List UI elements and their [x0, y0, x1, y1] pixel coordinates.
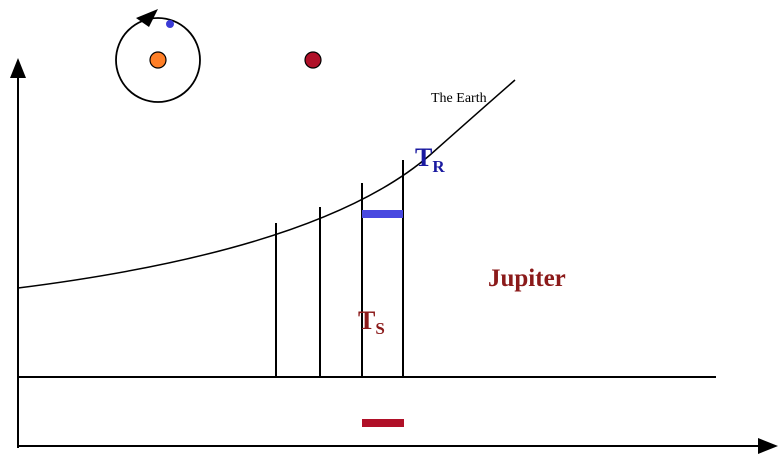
x-axis-arrow-icon	[758, 438, 778, 454]
tr-label-main: T	[415, 143, 432, 172]
earth-label: The Earth	[431, 91, 487, 106]
vertical-lines	[275, 160, 404, 377]
jupiter-icon	[304, 51, 322, 69]
ts-bar	[362, 419, 404, 427]
ts-label-sub: S	[375, 319, 384, 338]
earth-curve	[17, 79, 516, 289]
ts-label-main: T	[358, 306, 375, 335]
circular-orbit-icon	[115, 17, 201, 103]
y-axis-arrow-icon	[10, 58, 26, 78]
arrowhead-icon	[136, 9, 158, 27]
axes	[10, 58, 778, 454]
jupiter-label: Jupiter	[488, 265, 566, 292]
tr-label: TR	[415, 143, 445, 176]
sun-icon	[149, 51, 167, 69]
ts-label: TS	[358, 306, 385, 338]
earth-icon	[166, 20, 174, 28]
orbit-group	[115, 9, 322, 103]
tr-bar	[362, 210, 403, 218]
tr-label-sub: R	[432, 157, 445, 176]
